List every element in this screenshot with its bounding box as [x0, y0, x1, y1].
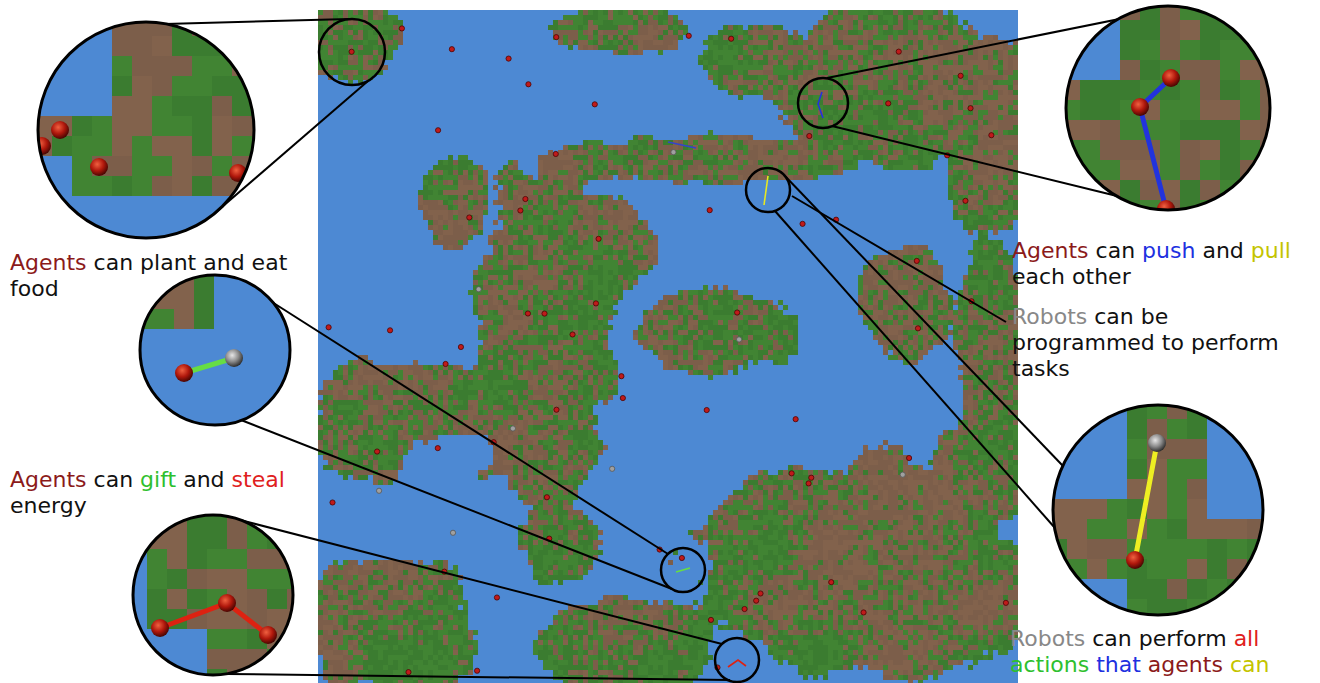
figure-stage: Agents can plant and eat foodAgents can … — [0, 0, 1320, 683]
